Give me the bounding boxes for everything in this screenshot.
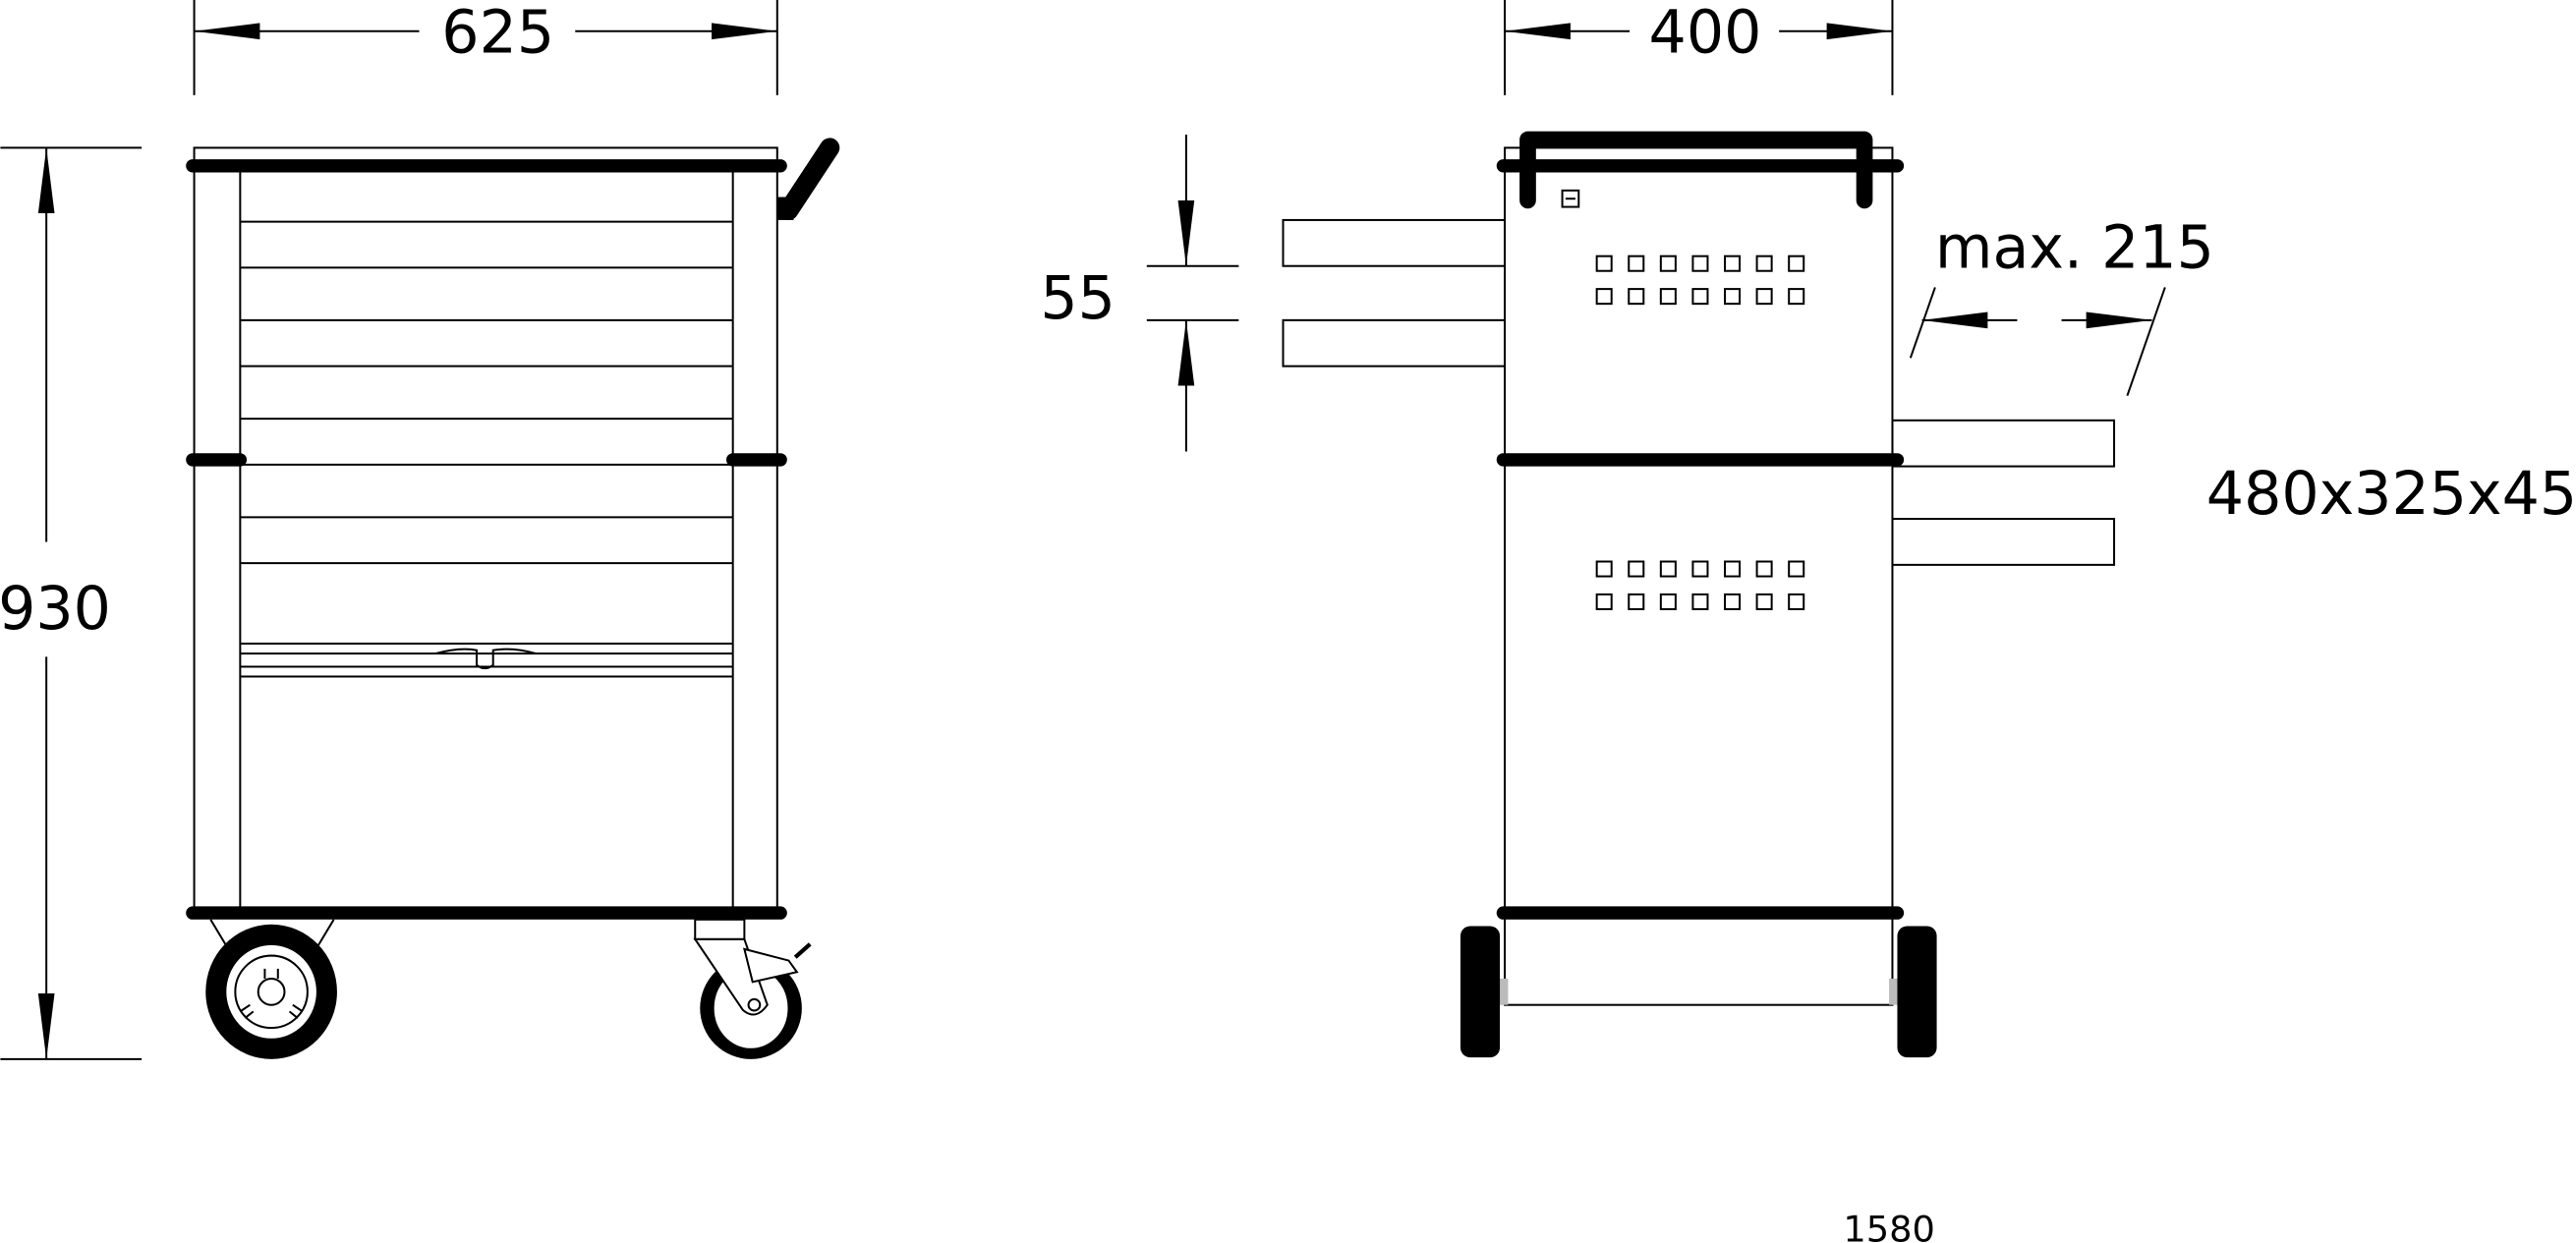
swivel-caster [693, 918, 812, 1059]
extended-drawer [1282, 218, 1507, 267]
vent-hole [1659, 288, 1677, 306]
vent-hole [1595, 560, 1613, 578]
dimension-drawer-spacing: 55 [1040, 135, 1239, 452]
vent-hole [1628, 593, 1645, 610]
front-cabinet [186, 138, 840, 920]
vent-hole [1628, 288, 1645, 306]
vent-hole [1595, 288, 1613, 306]
vent-hole [1788, 593, 1805, 610]
dimension-width-side: 400 [1504, 0, 1894, 95]
vent-hole [1724, 254, 1742, 272]
extended-tray [1891, 518, 2116, 566]
width-side-label: 400 [1649, 0, 1762, 67]
side-cabinet [1460, 131, 1937, 1058]
vent-hole [1724, 593, 1742, 610]
vent-hole [1724, 288, 1742, 306]
reference-number: 1580 [1843, 1208, 1935, 1243]
lock-icon [1561, 189, 1580, 208]
drawer-spacing-label: 55 [1040, 264, 1116, 333]
vent-hole [1691, 560, 1709, 578]
vent-hole [1788, 560, 1805, 578]
vent-hole [1755, 288, 1773, 306]
vent-hole [1788, 254, 1805, 272]
vent-hole [1691, 593, 1709, 610]
max-extension-label: max. 215 [1935, 213, 2214, 282]
vent-hole [1595, 593, 1613, 610]
vent-hole [1788, 288, 1805, 306]
dimension-width-front: 625 [193, 0, 778, 95]
front-view: 625 930 [0, 0, 840, 1060]
tray-size-label: 480x325x45 [2206, 460, 2576, 529]
vent-hole [1659, 254, 1677, 272]
vent-hole [1755, 254, 1773, 272]
vent-hole [1659, 593, 1677, 610]
vent-hole [1755, 560, 1773, 578]
vent-hole [1628, 560, 1645, 578]
fixed-wheel [205, 919, 337, 1059]
extended-drawer [1282, 318, 1507, 367]
vent-hole [1691, 254, 1709, 272]
dimension-height: 930 [0, 146, 143, 1060]
vent-hole [1724, 560, 1742, 578]
width-front-label: 625 [441, 0, 554, 67]
height-label: 930 [0, 575, 111, 644]
wheel [1460, 926, 1501, 1058]
push-handle [778, 138, 840, 220]
extended-tray [1891, 419, 2116, 468]
drawer-lines [240, 220, 733, 678]
vent-hole [1595, 254, 1613, 272]
vent-hole [1659, 560, 1677, 578]
lock-latch [434, 648, 537, 670]
dimension-max-extension: max. 215 [1909, 213, 2214, 397]
vent-hole [1628, 254, 1645, 272]
vent-hole [1691, 288, 1709, 306]
vent-holes [1595, 254, 1805, 610]
side-view: 400 55 [1040, 0, 2576, 1058]
vent-hole [1755, 593, 1773, 610]
wheel [1897, 926, 1937, 1058]
